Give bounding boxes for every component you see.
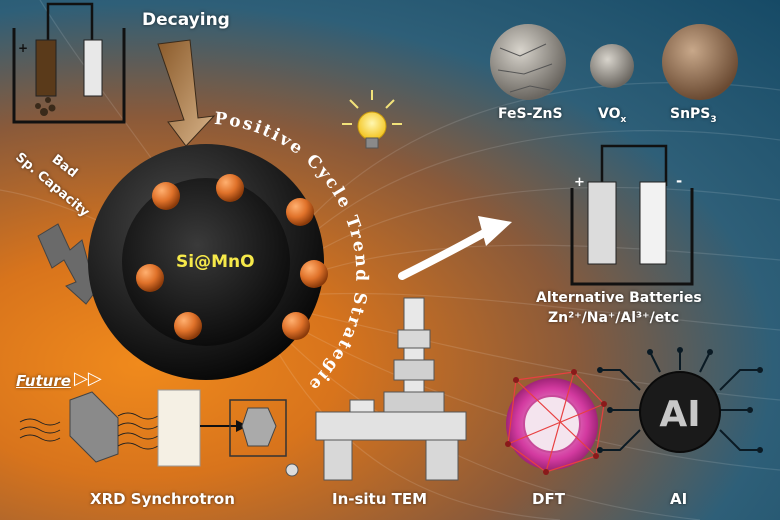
mno-sphere-7 (282, 312, 310, 340)
tem-microscope (285, 297, 467, 481)
core-label: Si@MnO (176, 252, 255, 272)
snps3-subscript: 3 (710, 114, 717, 125)
battery-plus-sign: + (18, 41, 28, 55)
mno-sphere-3 (286, 198, 314, 226)
xrd-label: XRD Synchrotron (90, 490, 235, 508)
ai-chip-icon (597, 347, 763, 453)
fes-zns-sphere (490, 24, 566, 100)
alt-battery-plus-sign: + (574, 175, 585, 190)
vox-label: VOx (598, 106, 626, 125)
ai-chip-text: AI (659, 394, 700, 435)
mno-sphere-1 (152, 182, 180, 210)
snps3-sphere (662, 24, 738, 100)
future-arrows: ▷▷ (74, 368, 102, 389)
vox-base: VO (598, 106, 621, 122)
material-spheres (490, 24, 738, 100)
fes-zns-label: FeS-ZnS (498, 106, 563, 122)
tem-label: In-situ TEM (332, 490, 428, 508)
to-alternative-arrow (398, 216, 512, 280)
mno-sphere-2 (216, 174, 244, 202)
alternative-battery (570, 144, 694, 286)
mno-sphere-4 (136, 264, 164, 292)
decaying-label: Decaying (142, 10, 230, 30)
mno-sphere-5 (300, 260, 328, 288)
alt-batteries-ions: Zn²⁺/Na⁺/Al³⁺/etc (548, 310, 680, 326)
dft-label: DFT (532, 490, 565, 508)
future-label: Future (16, 372, 71, 390)
vox-sphere (590, 44, 634, 88)
light-bulb-icon (342, 90, 402, 149)
alt-batteries-title: Alternative Batteries (536, 290, 702, 306)
xrd-setup (19, 389, 287, 467)
alt-battery-minus-sign: - (676, 172, 682, 190)
ai-label: AI (670, 490, 688, 508)
si-mno-particle (88, 144, 328, 380)
dft-sphere (505, 369, 607, 475)
snps3-label: SnPS3 (670, 106, 717, 125)
vox-subscript: x (620, 114, 627, 125)
decaying-battery (12, 2, 126, 124)
decaying-arrow (157, 39, 216, 147)
snps3-base: SnPS (670, 106, 711, 122)
mno-sphere-6 (174, 312, 202, 340)
